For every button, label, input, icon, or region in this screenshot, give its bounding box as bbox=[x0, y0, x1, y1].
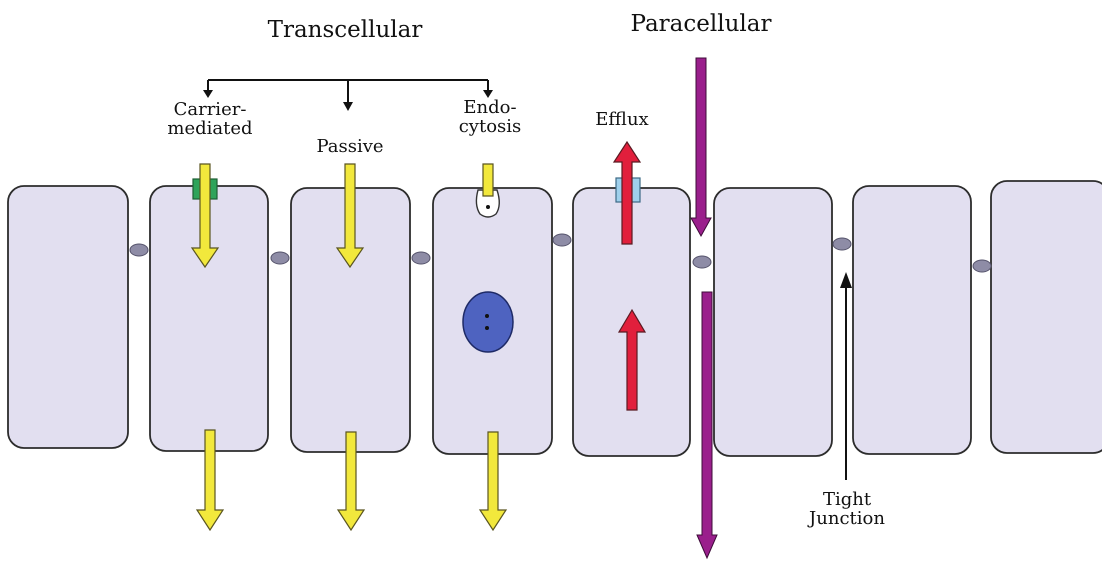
efflux-label: Efflux bbox=[572, 110, 672, 129]
paracellular-arrow-top bbox=[691, 58, 711, 236]
tight-junction-6 bbox=[833, 238, 851, 250]
nucleolus-dot bbox=[485, 314, 489, 318]
tight-junction-label: Tight Junction bbox=[792, 490, 902, 529]
tight-junction-3 bbox=[412, 252, 430, 264]
cell-1 bbox=[8, 186, 128, 448]
tight-junction-5 bbox=[693, 256, 711, 268]
transcellular-label: Transcellular bbox=[240, 18, 450, 43]
cell-7 bbox=[853, 186, 971, 454]
bracket-arrowhead-middle bbox=[343, 102, 353, 111]
tight-junction-2 bbox=[271, 252, 289, 264]
carrier-mediated-label: Carrier- mediated bbox=[150, 100, 270, 139]
nucleolus-dot bbox=[485, 326, 489, 330]
tight-label-line1: Tight bbox=[792, 490, 902, 509]
endocytosis-inflow-arrow bbox=[483, 164, 493, 196]
cell-8 bbox=[991, 181, 1102, 453]
endocytosis-label-line1: Endo- bbox=[430, 98, 550, 117]
paracellular-label: Paracellular bbox=[606, 12, 796, 37]
nucleus bbox=[463, 292, 513, 352]
vesicle-cargo bbox=[486, 205, 490, 209]
carrier-label-line1: Carrier- bbox=[150, 100, 270, 119]
tight-label-line2: Junction bbox=[792, 509, 902, 528]
carrier-label-line2: mediated bbox=[150, 119, 270, 138]
tight-junction-7 bbox=[973, 260, 991, 272]
tight-junction-4 bbox=[553, 234, 571, 246]
endocytosis-label: Endo- cytosis bbox=[430, 98, 550, 137]
tight-junction-1 bbox=[130, 244, 148, 256]
cell-6 bbox=[714, 188, 832, 456]
bracket-arrowhead-left bbox=[203, 90, 213, 98]
endocytosis-label-line2: cytosis bbox=[430, 117, 550, 136]
tight-junction-pointer-head bbox=[840, 272, 852, 288]
passive-label: Passive bbox=[290, 137, 410, 156]
